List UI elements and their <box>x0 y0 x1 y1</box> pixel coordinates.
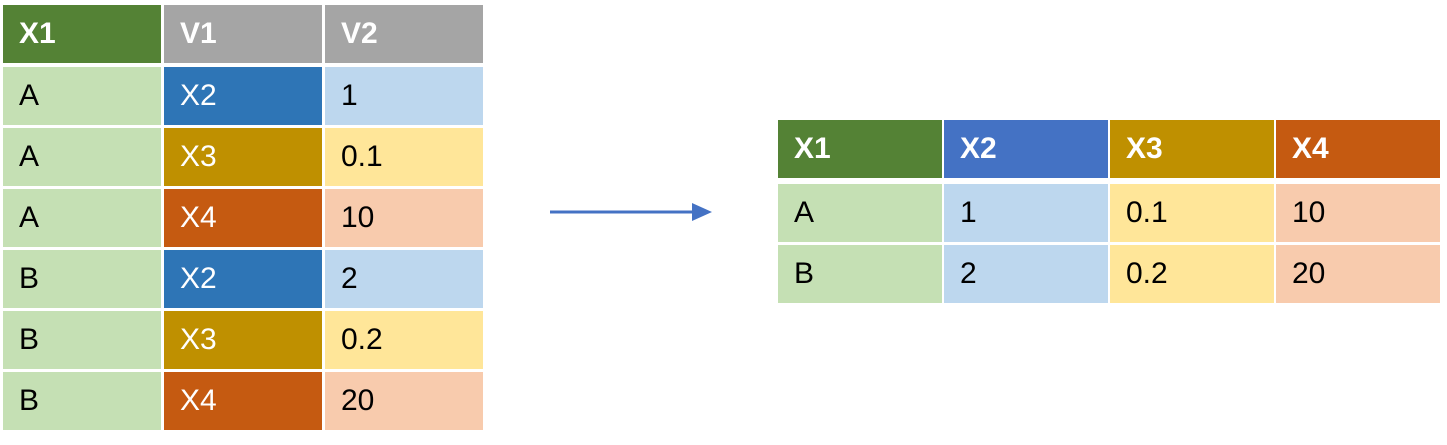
long-cell-v1: X3 <box>164 128 322 186</box>
long-cell-v1: X4 <box>164 372 322 430</box>
long-header-v1: V1 <box>164 5 322 63</box>
long-cell-x1: B <box>3 372 161 430</box>
wide-cell: 0.2 <box>1110 245 1274 303</box>
wide-header-x2: X2 <box>944 120 1108 178</box>
wide-cell: 20 <box>1276 245 1440 303</box>
wide-cell: A <box>778 184 942 242</box>
wide-cell: 10 <box>1276 184 1440 242</box>
long-cell-x1: B <box>3 250 161 308</box>
long-cell-v2: 2 <box>325 250 483 308</box>
long-header-x1: X1 <box>3 5 161 63</box>
arrow-head <box>692 203 712 221</box>
wide-cell: 0.1 <box>1110 184 1274 242</box>
long-cell-v1: X3 <box>164 311 322 369</box>
wide-cell: 2 <box>944 245 1108 303</box>
wide-cell: B <box>778 245 942 303</box>
long-cell-v1: X2 <box>164 67 322 125</box>
long-cell-x1: A <box>3 189 161 247</box>
long-cell-x1: B <box>3 311 161 369</box>
long-cell-v1: X4 <box>164 189 322 247</box>
transform-arrow-icon <box>550 203 712 221</box>
long-cell-v1: X2 <box>164 250 322 308</box>
wide-header-x3: X3 <box>1110 120 1274 178</box>
long-header-v2: V2 <box>325 5 483 63</box>
long-cell-v2: 20 <box>325 372 483 430</box>
long-cell-v2: 0.2 <box>325 311 483 369</box>
long-cell-v2: 10 <box>325 189 483 247</box>
wide-cell: 1 <box>944 184 1108 242</box>
long-cell-x1: A <box>3 128 161 186</box>
long-cell-x1: A <box>3 67 161 125</box>
long-cell-v2: 0.1 <box>325 128 483 186</box>
wide-header-x4: X4 <box>1276 120 1440 178</box>
long-cell-v2: 1 <box>325 67 483 125</box>
wide-header-x1: X1 <box>778 120 942 178</box>
